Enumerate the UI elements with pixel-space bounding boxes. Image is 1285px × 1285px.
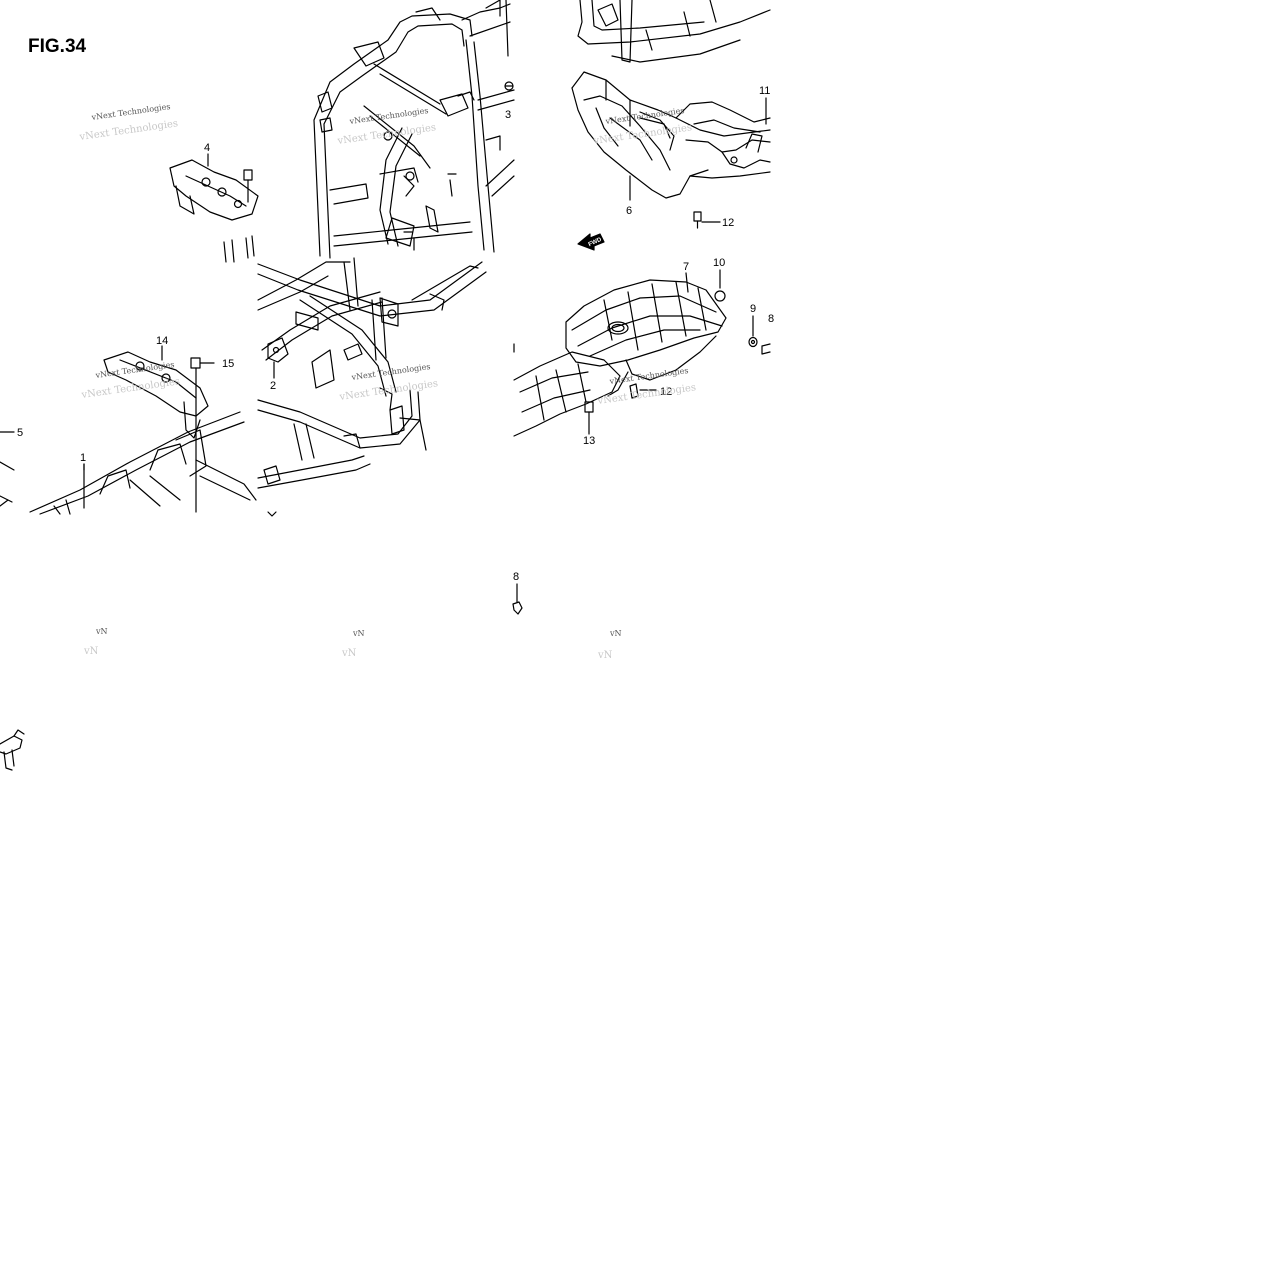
watermark-6a: vNext Technologies <box>608 366 689 386</box>
watermark-4b: vNext Technologies <box>80 376 181 401</box>
nut-part-10 <box>714 269 726 302</box>
callout-14: 14 <box>156 335 168 347</box>
watermark-9b: vN <box>597 650 613 661</box>
bolt-part-4 <box>243 169 253 203</box>
callout-3: 3 <box>505 109 511 121</box>
fwd-label: FWD <box>588 237 604 248</box>
bracket-part-2 <box>267 337 289 379</box>
watermark-9a: vN <box>609 629 622 638</box>
callout-4: 4 <box>204 142 210 154</box>
washer-part-9 <box>748 315 758 348</box>
watermark-1a: vNext Technologies <box>90 102 171 122</box>
front-guard-part-6 <box>571 71 771 199</box>
callout-15: 15 <box>222 358 234 370</box>
callout-12-upper: 12 <box>722 217 734 229</box>
bolt-part-8 <box>512 583 523 615</box>
callout-9: 9 <box>750 303 756 315</box>
callout-11: 11 <box>759 85 770 97</box>
watermark-3a: vNext Technologies <box>604 106 685 126</box>
callout-8: 8 <box>513 571 519 583</box>
callout-7: 7 <box>683 261 689 273</box>
callout-1: 1 <box>80 452 86 464</box>
main-frame-lower-tile <box>257 257 487 517</box>
callout-5: 5 <box>17 427 23 439</box>
bolt-part-8-right <box>761 343 771 355</box>
bracket-part-4 <box>169 159 259 263</box>
frame-corner-part-1 <box>0 411 257 515</box>
watermark-7a: vN <box>95 627 108 636</box>
watermark-5a: vNext Technologies <box>350 362 431 382</box>
frame-rear-top-tile <box>577 0 771 63</box>
fwd-direction-arrow <box>577 233 605 251</box>
main-frame-assembly <box>313 0 515 259</box>
front-guard-part-11 <box>675 101 771 179</box>
bolt-part-13 <box>584 401 594 433</box>
watermark-6b: vNext Technologies <box>596 382 697 407</box>
callout-8-right: 8 <box>768 313 774 325</box>
watermark-2b: vNext Technologies <box>336 122 437 147</box>
callout-6: 6 <box>626 205 632 217</box>
bolt-part-12-lower <box>629 383 657 399</box>
frame-fragment-left <box>0 729 25 771</box>
watermark-5b: vNext Technologies <box>338 378 439 403</box>
watermark-1b: vNext Technologies <box>78 118 179 143</box>
watermark-7b: vN <box>83 646 99 657</box>
watermark-8b: vN <box>341 648 357 659</box>
callout-2: 2 <box>270 380 276 392</box>
callout-10: 10 <box>713 257 725 269</box>
watermark-2a: vNext Technologies <box>348 106 429 126</box>
callout-12-lower: 12 <box>660 386 672 398</box>
nut-part-3 <box>504 81 514 91</box>
bolt-part-12-upper <box>693 211 721 229</box>
skid-plate-part-7 <box>565 279 727 397</box>
callout-13: 13 <box>583 435 595 447</box>
watermark-8a: vN <box>352 629 365 638</box>
figure-title: FIG.34 <box>28 36 87 57</box>
skid-plate-lower-tile <box>513 343 621 437</box>
